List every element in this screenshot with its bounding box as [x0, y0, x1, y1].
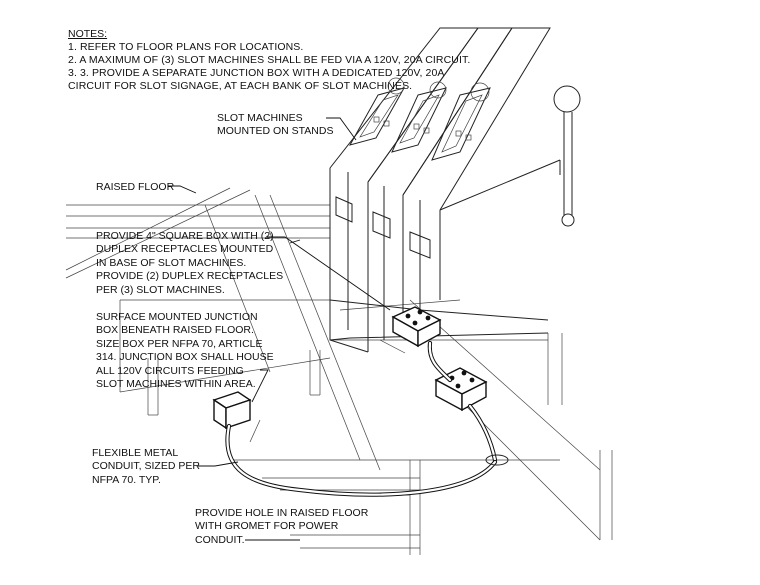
raised-floor-grid: [65, 187, 613, 555]
label-line: DUPLEX RECEPTACLES MOUNTED: [96, 243, 274, 256]
floor-hole-gromet: [485, 454, 509, 466]
leader-lines: [168, 117, 391, 541]
surface-junction-box: [212, 391, 252, 430]
note-2: 2. A MAXIMUM OF (3) SLOT MACHINES SHALL …: [68, 54, 471, 66]
label-line: ALL 120V CIRCUITS FEEDING: [96, 364, 244, 377]
label-line: NFPA 70. TYP.: [92, 473, 161, 486]
note-3: 3. 3. PROVIDE A SEPARATE JUNCTION BOX WI…: [68, 67, 445, 79]
receptacle-box-lower: [434, 367, 488, 412]
notes-title: NOTES:: [68, 28, 108, 40]
label-line: SIZE BOX PER NFPA 70, ARTICLE: [96, 337, 263, 350]
label-line: WITH GROMET FOR POWER: [195, 520, 339, 533]
label-line: PROVIDE (2) DUPLEX RECEPTACLES: [96, 270, 284, 283]
label-line: SLOT MACHINES WITHIN AREA.: [96, 378, 256, 391]
slot-machine-bank: [329, 27, 581, 353]
label-junction-box: SURFACE MOUNTED JUNCTION BOX BENEATH RAI…: [96, 311, 274, 391]
label-line: SURFACE MOUNTED JUNCTION: [96, 311, 258, 323]
label-line: SLOT MACHINES: [217, 112, 303, 124]
label-line: BOX BENEATH RAISED FLOOR.: [96, 324, 254, 337]
label-slot-machines: SLOT MACHINES MOUNTED ON STANDS: [217, 112, 333, 139]
label-line: PER (3) SLOT MACHINES.: [96, 283, 225, 296]
label-hole-in-floor: PROVIDE HOLE IN RAISED FLOOR WITH GROMET…: [195, 507, 368, 547]
label-line: CONDUIT, SIZED PER: [92, 460, 200, 473]
label-line: CONDUIT.: [195, 533, 245, 546]
label-line: PROVIDE HOLE IN RAISED FLOOR: [195, 507, 369, 519]
slot-lever-knob: [553, 85, 581, 113]
flexible-conduit: [225, 340, 498, 497]
label-line: FLEXIBLE METAL: [92, 447, 179, 459]
label-line: MOUNTED ON STANDS: [217, 125, 334, 138]
label-line: 314. JUNCTION BOX SHALL HOUSE: [96, 351, 274, 364]
label-line: PROVIDE 4" SQUARE BOX WITH (2): [96, 230, 274, 242]
label-raised-floor: RAISED FLOOR: [96, 181, 175, 193]
label-flexible-conduit: FLEXIBLE METAL CONDUIT, SIZED PER NFPA 7…: [92, 447, 200, 487]
label-square-box: PROVIDE 4" SQUARE BOX WITH (2) DUPLEX RE…: [96, 230, 283, 297]
label-line: IN BASE OF SLOT MACHINES.: [96, 256, 247, 269]
note-1: 1. REFER TO FLOOR PLANS FOR LOCATIONS.: [68, 41, 304, 53]
receptacle-box-upper: [391, 306, 442, 348]
note-3-continued: CIRCUIT FOR SLOT SIGNAGE, AT EACH BANK O…: [68, 80, 413, 92]
